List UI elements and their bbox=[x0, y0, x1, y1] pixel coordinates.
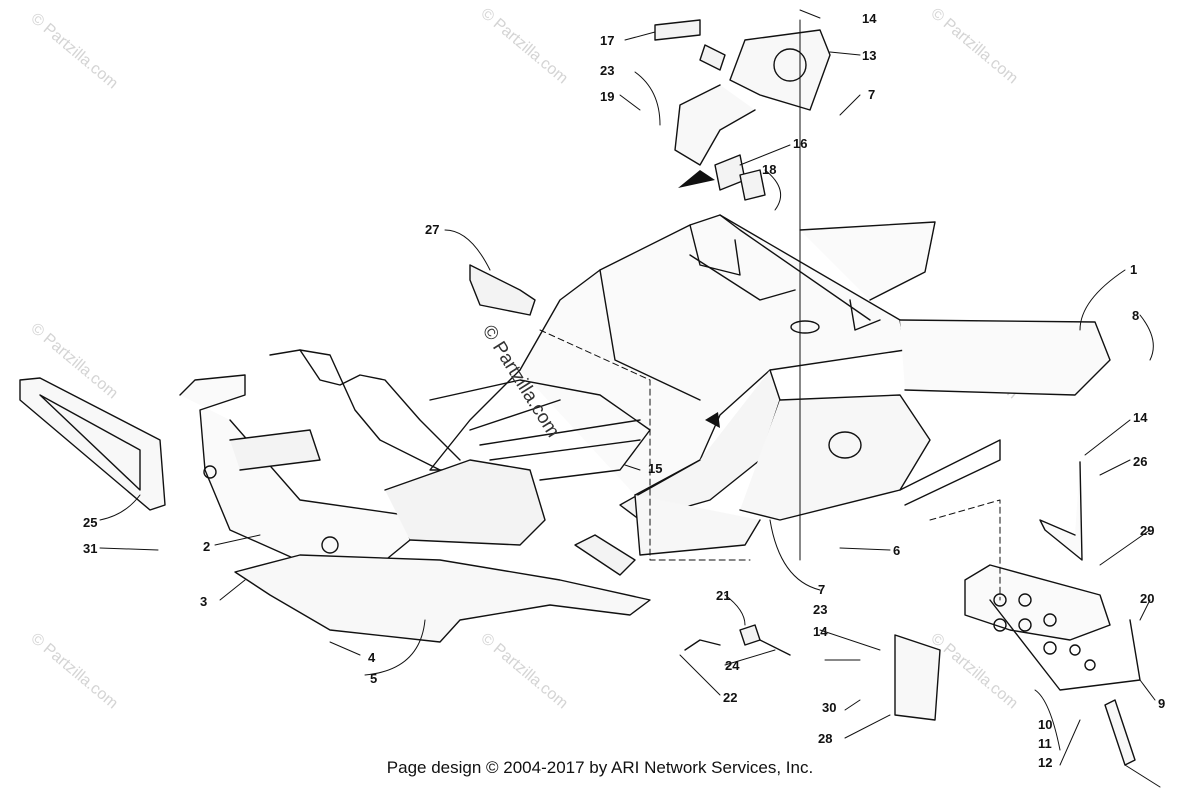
callout-17: 17 bbox=[600, 33, 614, 48]
small-plate bbox=[654, 19, 701, 41]
footer-credit: Page design © 2004-2017 by ARI Network S… bbox=[386, 758, 814, 777]
callout-8: 8 bbox=[1132, 308, 1139, 323]
callout-18: 18 bbox=[762, 162, 776, 177]
callout-22: 22 bbox=[723, 690, 737, 705]
callout-13: 13 bbox=[862, 48, 876, 63]
front-suspension-frame bbox=[179, 349, 651, 586]
skid-plate bbox=[964, 564, 1141, 691]
callout-11: 11 bbox=[1038, 736, 1052, 751]
tube bbox=[574, 534, 636, 576]
callout-25: 25 bbox=[83, 515, 97, 530]
callout-16: 16 bbox=[793, 136, 807, 151]
callout-30: 30 bbox=[822, 700, 836, 715]
watermark: © Partzilla.com bbox=[477, 5, 571, 87]
callout-27: 27 bbox=[425, 222, 439, 237]
watermark: © Partzilla.com bbox=[477, 630, 571, 712]
watermark: © Partzilla.com bbox=[27, 630, 121, 712]
arrow-icon bbox=[678, 170, 715, 188]
watermark: © Partzilla.com bbox=[927, 630, 1021, 712]
callout-29: 29 bbox=[1140, 523, 1154, 538]
steering-support bbox=[674, 29, 831, 166]
belly-pan-plate bbox=[234, 554, 651, 643]
callout-labels: 1 2 3 4 5 6 7 7 8 9 10 11 12 13 14 14 14… bbox=[83, 11, 1165, 770]
watermark: © Partzilla.com bbox=[927, 5, 1021, 87]
callout-15: 15 bbox=[648, 461, 662, 476]
callout-7-lower: 7 bbox=[818, 582, 825, 597]
callout-28: 28 bbox=[818, 731, 832, 746]
callout-24: 24 bbox=[725, 658, 740, 673]
front-bracket bbox=[19, 377, 166, 511]
exhaust-pipe bbox=[1039, 461, 1083, 561]
clip-bracket bbox=[714, 154, 766, 201]
callout-31: 31 bbox=[83, 541, 97, 556]
mounting-plate bbox=[469, 264, 536, 316]
latch-assembly bbox=[684, 624, 791, 656]
strap bbox=[1104, 699, 1136, 766]
callout-12: 12 bbox=[1038, 755, 1052, 770]
callout-10: 10 bbox=[1038, 717, 1052, 732]
callout-23-upper: 23 bbox=[600, 63, 614, 78]
alignment-line bbox=[539, 329, 751, 561]
callout-7-upper: 7 bbox=[868, 87, 875, 102]
callout-4: 4 bbox=[368, 650, 376, 665]
alignment-line bbox=[929, 499, 1001, 601]
callout-20: 20 bbox=[1140, 591, 1154, 606]
callout-3: 3 bbox=[200, 594, 207, 609]
chassis-frame bbox=[429, 214, 1111, 556]
callout-21: 21 bbox=[716, 588, 730, 603]
foot-bracket bbox=[894, 634, 941, 721]
callout-14-right: 14 bbox=[1133, 410, 1148, 425]
callout-6: 6 bbox=[893, 543, 900, 558]
callout-9: 9 bbox=[1158, 696, 1165, 711]
callout-14-lower: 14 bbox=[813, 624, 828, 639]
callout-26: 26 bbox=[1133, 454, 1147, 469]
callout-1: 1 bbox=[1130, 262, 1137, 277]
arrow-icon bbox=[705, 412, 720, 428]
callout-19: 19 bbox=[600, 89, 614, 104]
callout-14-top: 14 bbox=[862, 11, 877, 26]
callout-23-lower: 23 bbox=[813, 602, 827, 617]
callout-2: 2 bbox=[203, 539, 210, 554]
watermark: © Partzilla.com bbox=[27, 10, 121, 92]
leader-lines bbox=[99, 9, 1161, 788]
callout-5: 5 bbox=[370, 671, 377, 686]
